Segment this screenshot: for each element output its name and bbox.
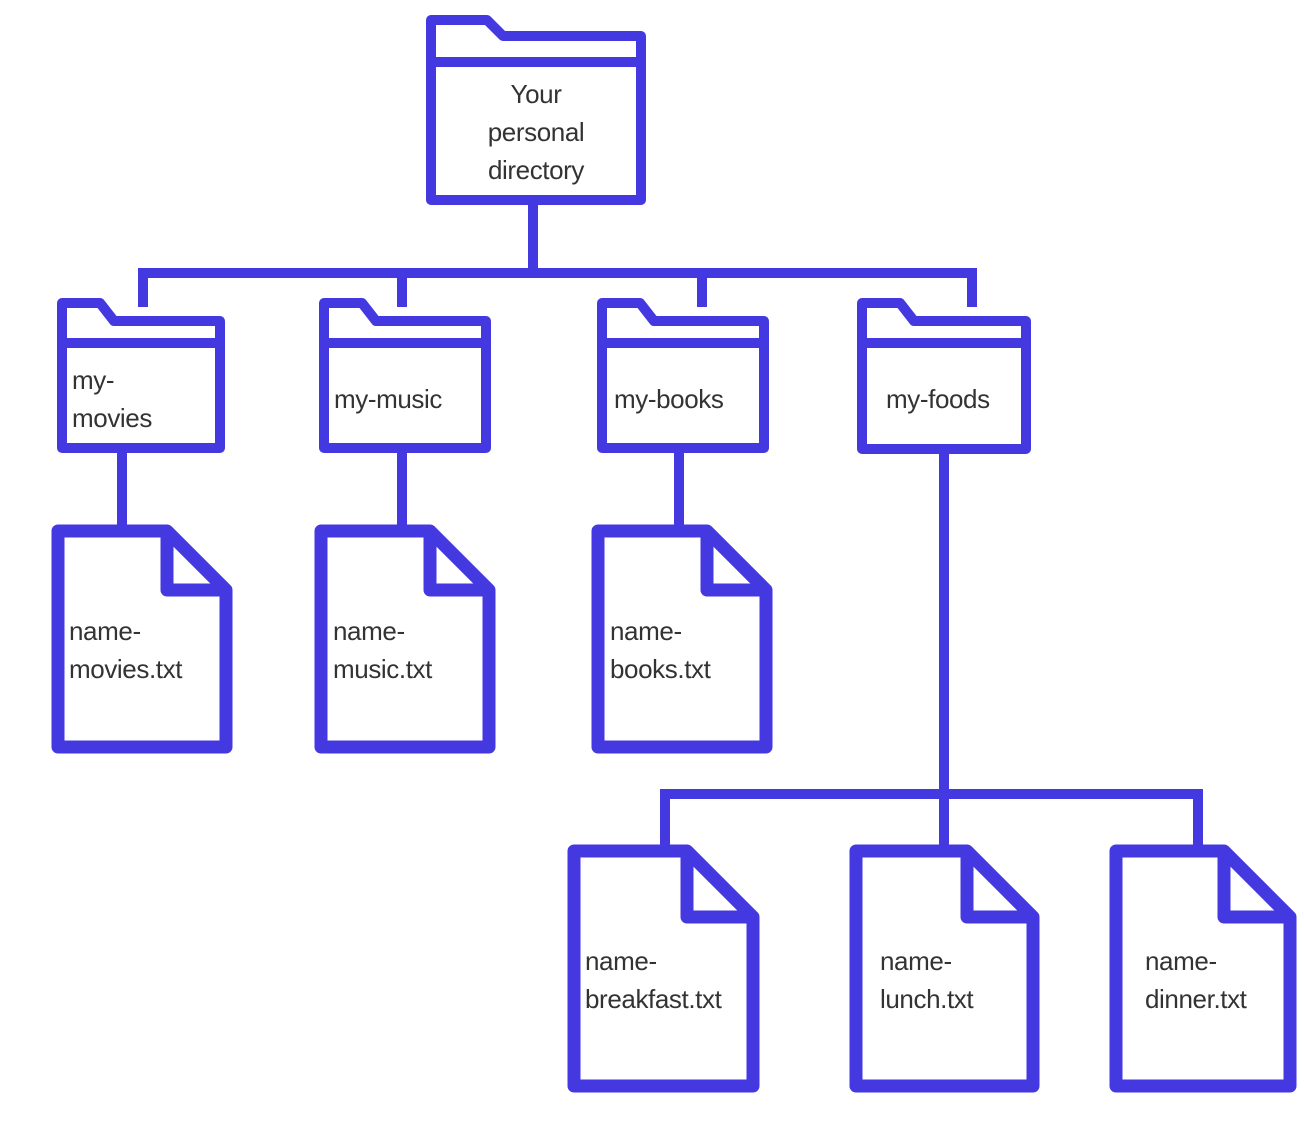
connector-level2-rail xyxy=(660,789,1203,852)
file-label-name-dinner: name- dinner.txt xyxy=(1145,946,1247,1014)
folder-icon xyxy=(319,298,491,453)
file-icon xyxy=(591,524,773,754)
file-label-name-books: name- books.txt xyxy=(610,616,711,684)
folder-icon xyxy=(857,298,1031,454)
root-folder-label: Your personal directory xyxy=(487,79,585,185)
file-label-name-breakfast: name- breakfast.txt xyxy=(585,946,722,1014)
connector-level1-rail xyxy=(138,268,977,307)
file-icon xyxy=(849,844,1040,1093)
folder-icon xyxy=(57,298,225,453)
file-label-name-movies: name- movies.txt xyxy=(69,616,183,684)
folder-label-my-movies: my- movies xyxy=(72,365,152,433)
file-label-name-music: name- music.txt xyxy=(333,616,432,684)
connector-lines xyxy=(117,197,1203,852)
folder-label-my-music: my-music xyxy=(334,384,443,414)
file-icon xyxy=(51,524,233,754)
file-icon xyxy=(314,524,496,754)
folder-icon xyxy=(426,15,646,205)
folder-label-my-books: my-books xyxy=(614,384,724,414)
folder-icon xyxy=(597,298,769,453)
file-label-name-lunch: name- lunch.txt xyxy=(880,946,974,1014)
folder-label-my-foods: my-foods xyxy=(886,384,990,414)
file-icon xyxy=(567,844,760,1093)
file-icon xyxy=(1109,844,1297,1093)
